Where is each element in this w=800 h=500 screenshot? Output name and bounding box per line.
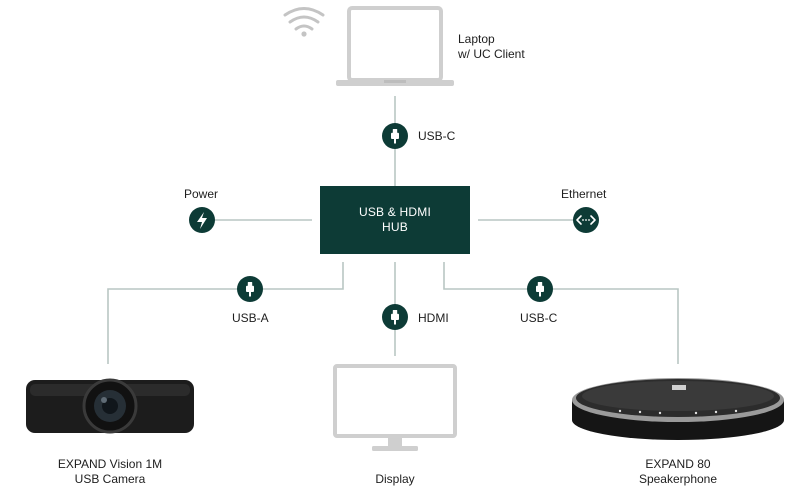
usb-c-speaker-label: USB-C	[520, 311, 558, 325]
usb-a-label: USB-A	[232, 311, 269, 325]
ethernet-label: Ethernet	[561, 187, 607, 201]
ethernet-arrows-icon	[573, 207, 599, 233]
line-hub-camera	[107, 262, 344, 364]
display-label: Display	[375, 472, 415, 486]
speakerphone-label-line2: Speakerphone	[638, 472, 718, 486]
speakerphone-label: EXPAND 80 Speakerphone	[608, 457, 748, 487]
usb-c-top-label: USB-C	[418, 129, 456, 143]
hdmi-icon	[382, 304, 408, 330]
camera-label-line1: EXPAND Vision 1M	[57, 457, 163, 471]
line-hub-speaker	[443, 262, 679, 364]
speakerphone-label-line1: EXPAND 80	[645, 457, 711, 471]
camera-device	[26, 378, 194, 434]
usb-c-top-icon	[382, 123, 408, 149]
camera-label: EXPAND Vision 1M USB Camera	[40, 457, 180, 487]
hub-label-line2: HUB	[382, 220, 408, 234]
display-icon	[333, 364, 457, 451]
camera-label-line2: USB Camera	[74, 472, 146, 486]
wifi-icon	[283, 7, 325, 37]
usb-a-icon	[237, 276, 263, 302]
laptop-label: Laptop w/ UC Client	[458, 32, 525, 62]
laptop-label-line1: Laptop	[458, 32, 495, 46]
usb-hdmi-hub: USB & HDMI HUB	[320, 186, 470, 254]
hdmi-label: HDMI	[418, 311, 449, 325]
speakerphone-device	[572, 378, 784, 440]
laptop-label-line2: w/ UC Client	[458, 47, 525, 61]
power-label: Power	[184, 187, 219, 201]
laptop-icon	[336, 6, 454, 86]
usb-c-speaker-icon	[527, 276, 553, 302]
lightning-icon	[189, 207, 215, 233]
hub-label-line1: USB & HDMI	[358, 205, 431, 219]
